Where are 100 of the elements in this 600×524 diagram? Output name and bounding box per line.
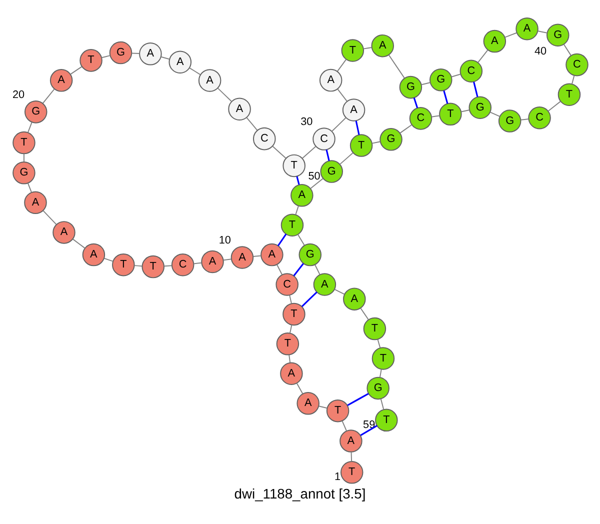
node-circle: A xyxy=(260,243,284,266)
connector xyxy=(160,56,170,60)
connector xyxy=(289,324,292,334)
node-circle: C xyxy=(566,53,588,76)
connector xyxy=(297,234,305,246)
connector xyxy=(189,67,201,76)
node-circle: G xyxy=(468,96,492,119)
node-circle: A xyxy=(296,392,320,415)
connector xyxy=(70,66,82,75)
connector xyxy=(222,258,232,261)
node-circle: T xyxy=(112,253,135,276)
connector xyxy=(342,420,347,432)
node-circle: C xyxy=(528,106,551,130)
node-circle: A xyxy=(319,68,342,92)
node-circle: G xyxy=(12,162,36,184)
connector xyxy=(42,88,55,104)
node-circle: A xyxy=(198,69,222,92)
connector xyxy=(289,294,292,304)
connector xyxy=(360,425,378,436)
connector xyxy=(379,368,382,378)
node-circle: C xyxy=(460,60,483,83)
node-circle: A xyxy=(371,34,394,58)
node-circle: A xyxy=(201,250,224,274)
connector xyxy=(314,264,320,275)
node-circle: A xyxy=(340,430,362,452)
connector xyxy=(301,292,318,307)
connector xyxy=(388,54,405,79)
connector xyxy=(276,264,283,276)
connector xyxy=(318,406,328,409)
connector xyxy=(340,152,354,165)
node-circle: T xyxy=(276,332,300,356)
node-circle: C xyxy=(276,273,298,296)
connector xyxy=(473,82,478,97)
connector xyxy=(193,262,202,264)
connector xyxy=(520,118,529,120)
node-label: 10 xyxy=(218,234,231,246)
node-circle: T xyxy=(350,134,373,157)
connector xyxy=(293,263,304,276)
node-circle: T xyxy=(363,317,386,340)
node-label: 1 xyxy=(334,471,341,484)
node-circle: G xyxy=(430,68,452,92)
node-circle: G xyxy=(298,243,322,266)
connector xyxy=(296,383,304,394)
connector xyxy=(246,117,258,131)
connector xyxy=(350,452,352,462)
node-circle: G xyxy=(546,24,570,46)
node-label: 30 xyxy=(300,116,313,128)
node-circle: A xyxy=(483,30,506,53)
node-circle: G xyxy=(380,128,402,151)
connector xyxy=(478,50,488,63)
node-circle: C xyxy=(312,128,336,150)
connector xyxy=(337,59,347,72)
node-circle: A xyxy=(230,246,254,269)
node-circle: A xyxy=(228,98,251,120)
node-circle: T xyxy=(558,83,581,106)
node-label: 40 xyxy=(534,46,547,58)
node-circle: T xyxy=(80,49,102,72)
connector xyxy=(362,47,372,50)
connector xyxy=(331,117,346,132)
connector xyxy=(490,112,500,117)
connector xyxy=(572,75,575,84)
connector xyxy=(548,100,561,112)
node-circle: T xyxy=(375,408,398,432)
node-circle: A xyxy=(139,42,162,66)
node-circle: T xyxy=(12,131,36,154)
connector xyxy=(101,55,110,58)
connector xyxy=(72,238,86,249)
connector xyxy=(355,120,360,135)
connector xyxy=(377,339,381,348)
node-circle: T xyxy=(326,399,350,422)
connector xyxy=(443,90,448,104)
connector xyxy=(347,392,369,406)
connector xyxy=(23,153,24,162)
connector xyxy=(326,149,330,161)
node-circle: T xyxy=(341,39,364,62)
node-circle: A xyxy=(168,50,192,74)
node-circle: T xyxy=(439,102,462,126)
node-circle: C xyxy=(171,253,194,276)
connector xyxy=(28,122,32,133)
node-circle: T xyxy=(340,461,364,484)
connector xyxy=(310,178,324,189)
node-circle: A xyxy=(343,288,366,310)
connector xyxy=(421,82,431,86)
connector xyxy=(277,234,287,246)
connector xyxy=(272,146,286,159)
connector xyxy=(217,88,232,102)
node-circle: G xyxy=(498,110,522,132)
connector xyxy=(42,210,57,225)
node-circle: T xyxy=(142,255,164,278)
connector xyxy=(360,308,370,320)
connector xyxy=(337,88,348,102)
connector xyxy=(413,98,418,108)
node-circle: A xyxy=(52,221,76,244)
connector xyxy=(134,265,143,267)
node-label: 59 xyxy=(363,418,376,431)
node-circle: G xyxy=(24,100,48,124)
connector xyxy=(504,32,518,38)
node-circle: G xyxy=(399,76,422,99)
node-label: 50 xyxy=(308,170,320,182)
node-circle: C xyxy=(253,127,276,150)
